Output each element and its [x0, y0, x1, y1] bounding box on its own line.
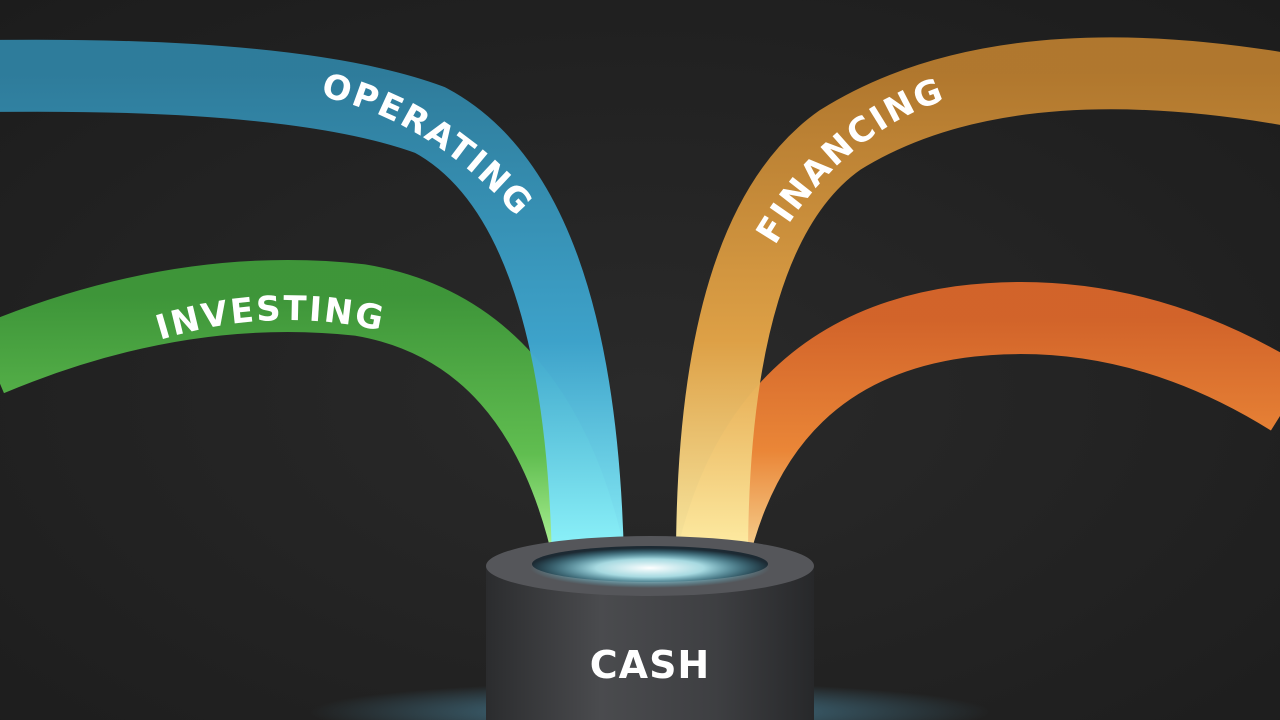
financing-ribbon: [676, 37, 1280, 561]
operating-ribbon: [0, 39, 624, 561]
cash-container: CASH: [486, 536, 814, 720]
container-body: [486, 566, 814, 720]
container-glow: [530, 548, 770, 588]
cash-label: CASH: [590, 643, 710, 687]
fourth-ribbon: [676, 282, 1280, 569]
